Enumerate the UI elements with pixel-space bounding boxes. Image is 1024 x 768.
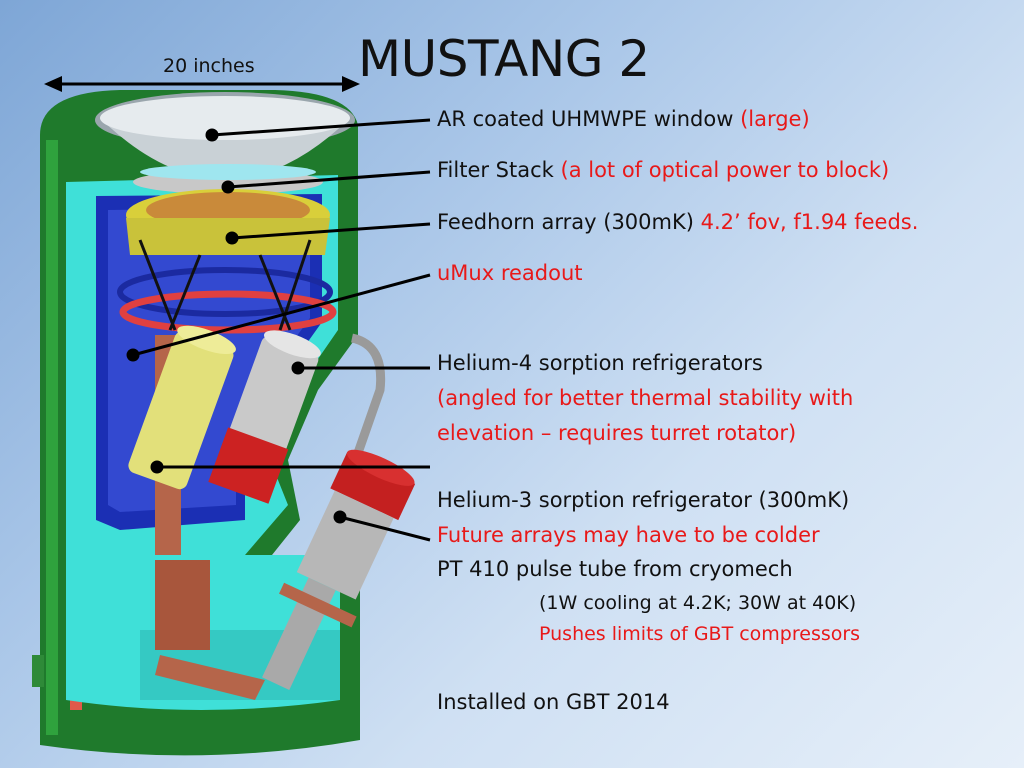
- shell-highlight: [46, 140, 58, 735]
- cold-plate: [155, 655, 265, 700]
- label-he3: Helium-3 sorption refrigerator (300mK): [437, 488, 850, 512]
- pointer-lines: [126, 118, 431, 542]
- label-he4-note-2: elevation – requires turret rotator): [437, 421, 797, 445]
- label-pulse-tube: PT 410 pulse tube from cryomech: [437, 557, 793, 581]
- dimension-label: 20 inches: [163, 55, 255, 77]
- side-port: [32, 655, 44, 687]
- label-window: AR coated UHMWPE window (large): [437, 107, 810, 131]
- label-he4: Helium-4 sorption refrigerators: [437, 351, 763, 375]
- filter-stack-2: [140, 164, 316, 180]
- label-future-arrays: Future arrays may have to be colder: [437, 523, 820, 547]
- copper-bar: [155, 560, 210, 650]
- label-feedhorn: Feedhorn array (300mK) 4.2’ fov, f1.94 f…: [437, 210, 918, 234]
- pulse-tube-pipe: [347, 333, 386, 472]
- slide-title: MUSTANG 2: [358, 30, 650, 88]
- readout-ring-blue: [117, 267, 333, 317]
- label-feedhorn-red: 4.2’ fov, f1.94 feeds.: [700, 210, 919, 234]
- dimension-arrow: [44, 76, 360, 92]
- he4-fridge-yellow: [128, 325, 236, 490]
- label-he4-note-1: (angled for better thermal stability wit…: [437, 386, 854, 410]
- label-filter-red: (a lot of optical power to block): [560, 158, 890, 182]
- pt410-pulse-tube: [262, 449, 416, 690]
- label-umux: uMux readout: [437, 261, 583, 285]
- label-filter-stack: Filter Stack (a lot of optical power to …: [437, 158, 889, 182]
- label-compressors: Pushes limits of GBT compressors: [539, 623, 861, 645]
- label-filter-black: Filter Stack: [437, 158, 561, 182]
- label-feedhorn-black: Feedhorn array (300mK): [437, 210, 701, 234]
- label-cooling: (1W cooling at 4.2K; 30W at 40K): [539, 592, 857, 614]
- label-window-black: AR coated UHMWPE window: [437, 107, 741, 131]
- label-installed: Installed on GBT 2014: [437, 690, 670, 714]
- label-window-red: (large): [740, 107, 810, 131]
